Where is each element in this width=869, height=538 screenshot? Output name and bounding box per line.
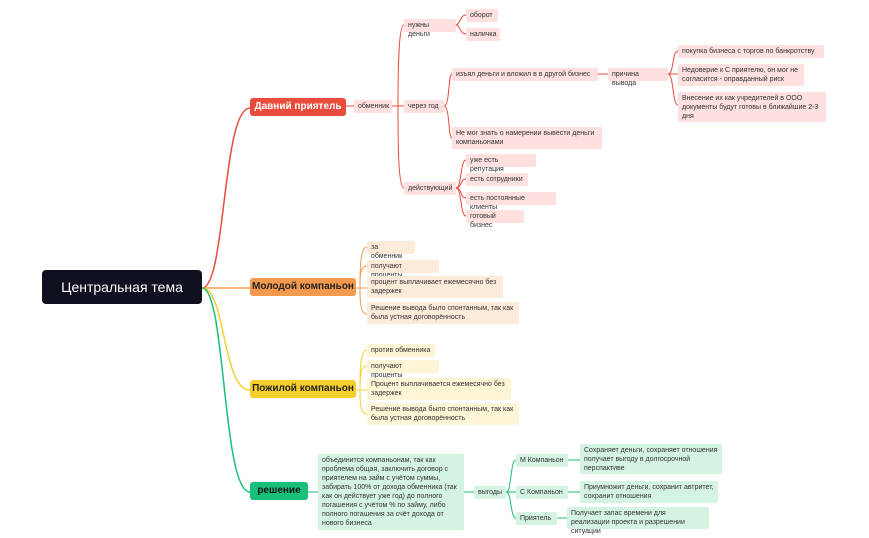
branch-decision[interactable]: решение: [250, 482, 308, 500]
node-ready-business[interactable]: готовый бизнес: [466, 210, 524, 229]
node-m-partner-desc[interactable]: Сохраняет деньги, сохраняет отношения по…: [580, 444, 722, 474]
node-reason-1[interactable]: покупка бизнеса с торгов по банкротству: [678, 45, 824, 58]
node-prichina[interactable]: причина вывода: [608, 68, 668, 87]
node-ne-mog[interactable]: Не мог знать о намерении вывести деньги …: [452, 127, 602, 149]
node-reputation[interactable]: уже есть репутация: [466, 154, 536, 173]
node-s-partner[interactable]: С Компаньон: [516, 486, 568, 499]
node-nuzhny-dengi[interactable]: нужны деньги: [404, 19, 456, 38]
node-reason-3[interactable]: Внесение их как учредителей в ООО докуме…: [678, 92, 826, 122]
node-reshenie-vyvoda[interactable]: Решение вывода было спонтанным, так как …: [367, 302, 519, 324]
central-topic[interactable]: Центральная тема: [42, 270, 202, 304]
node-friend[interactable]: Приятель: [516, 512, 557, 525]
node-employees[interactable]: есть сотрудники: [466, 173, 528, 186]
node-poluchayut-procenty-2[interactable]: получают проценты: [367, 360, 439, 379]
node-reshenie-vyvoda-2[interactable]: Решение вывода было спонтанным, так как …: [367, 403, 519, 425]
node-nalichka[interactable]: наличка: [466, 28, 500, 41]
node-deystvuyushchiy[interactable]: действующий: [404, 182, 456, 195]
node-clients[interactable]: есть постоянные клиенты: [466, 192, 556, 211]
node-reason-2[interactable]: Недоверие к С приятелю, он мог не соглас…: [678, 64, 804, 86]
node-procent-vyplachivaet[interactable]: процент выплачивает ежемесячно без задер…: [367, 276, 503, 298]
branch-young-partner[interactable]: Молодой компаньон: [250, 278, 356, 296]
node-decision-desc[interactable]: объединится компаньонам, так как проблем…: [318, 454, 464, 530]
node-za-obmennik[interactable]: за обменник: [367, 241, 415, 260]
node-protiv-obmennika[interactable]: против обменника: [367, 344, 435, 357]
node-vygody[interactable]: выгоды: [474, 486, 506, 499]
node-izyal[interactable]: изъял деньги и вложил в в другой бизнес: [452, 68, 598, 81]
branch-old-friend[interactable]: Давний приятель: [250, 98, 346, 116]
node-poluchayut-procenty[interactable]: получают проценты: [367, 260, 439, 279]
node-obmennik[interactable]: обменник: [354, 100, 392, 113]
node-cherez-god[interactable]: через год: [404, 100, 444, 113]
node-procent-vyplachivaetsya[interactable]: Процент выплачивается ежемесячно без зад…: [367, 378, 511, 400]
branch-elderly-partner[interactable]: Пожилой компаньон: [250, 380, 356, 398]
node-oborot[interactable]: оборот: [466, 9, 498, 22]
node-s-partner-desc[interactable]: Приумножит деньги, сохранит автритет, со…: [580, 481, 718, 503]
node-friend-desc[interactable]: Получает запас времени для реализации пр…: [567, 507, 709, 535]
node-m-partner[interactable]: М Компаньон: [516, 454, 568, 467]
